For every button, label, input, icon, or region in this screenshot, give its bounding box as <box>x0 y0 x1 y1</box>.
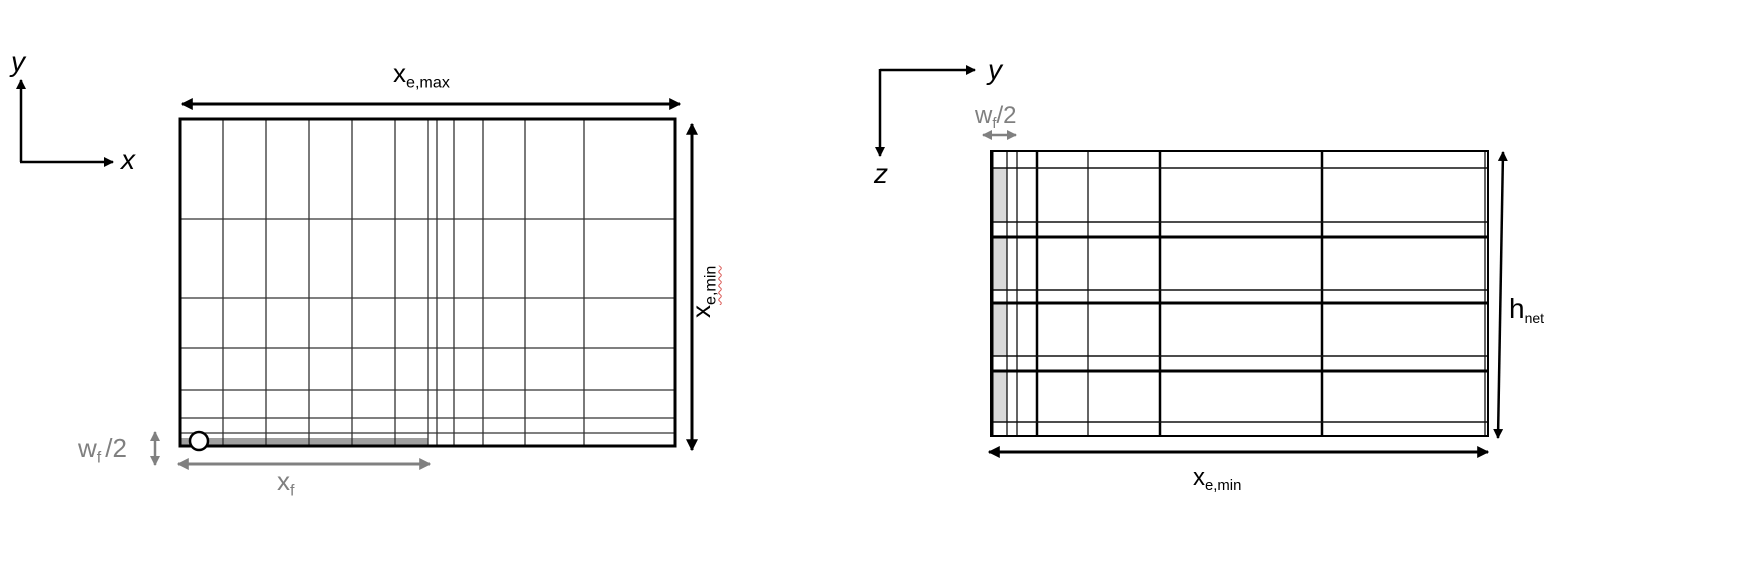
xe-max-label: xe,max <box>393 60 450 91</box>
xe-max-main: x <box>393 58 406 88</box>
xe-min-v-sub: e,min <box>701 265 720 305</box>
wf-left-main: w <box>78 433 97 463</box>
wf-left-sub: f <box>96 448 102 467</box>
wf-right-suffix: /2 <box>996 102 1017 129</box>
xf-sub: f <box>290 481 295 500</box>
fracture-strip <box>180 438 428 446</box>
wf-left-suffix: /2 <box>105 433 127 463</box>
right-axis-icon <box>875 65 976 157</box>
fracture-strip <box>993 168 1007 222</box>
wf-right-sub: f <box>992 116 997 133</box>
left-axis-icon <box>16 79 114 167</box>
h-net-main: h <box>1509 293 1525 324</box>
fracture-strip <box>993 303 1007 356</box>
left-mesh-grid <box>178 117 677 452</box>
xe-min-bottom-label: xe,min <box>1193 466 1241 494</box>
well-marker <box>188 430 210 452</box>
xe-min-b-main: x <box>1193 464 1205 491</box>
wf-half-label-left: wf/2 <box>78 435 127 466</box>
right-mesh-grid <box>990 150 1489 437</box>
wf-half-label-right: wf/2 <box>975 104 1017 132</box>
wf-right-main: w <box>975 102 993 129</box>
h-net-sub: net <box>1524 309 1545 326</box>
right-y-axis-label: y <box>988 54 1002 85</box>
xe-min-b-sub: e,min <box>1205 478 1242 495</box>
fracture-strip <box>993 237 1007 290</box>
right-z-axis-label: z <box>874 158 888 189</box>
right-hnet-arrow <box>1493 151 1508 439</box>
xe-min-v-main: x <box>686 305 716 318</box>
left-x-axis-label: x <box>121 144 135 175</box>
xf-main: x <box>277 466 290 496</box>
left-y-axis-label: y <box>11 46 25 77</box>
xe-min-vertical-label: xe,min <box>686 265 720 318</box>
fracture-strip <box>993 371 1007 422</box>
xf-label: xf <box>277 468 294 499</box>
xe-max-sub: e,max <box>406 73 450 92</box>
h-net-label: hnet <box>1509 295 1544 325</box>
